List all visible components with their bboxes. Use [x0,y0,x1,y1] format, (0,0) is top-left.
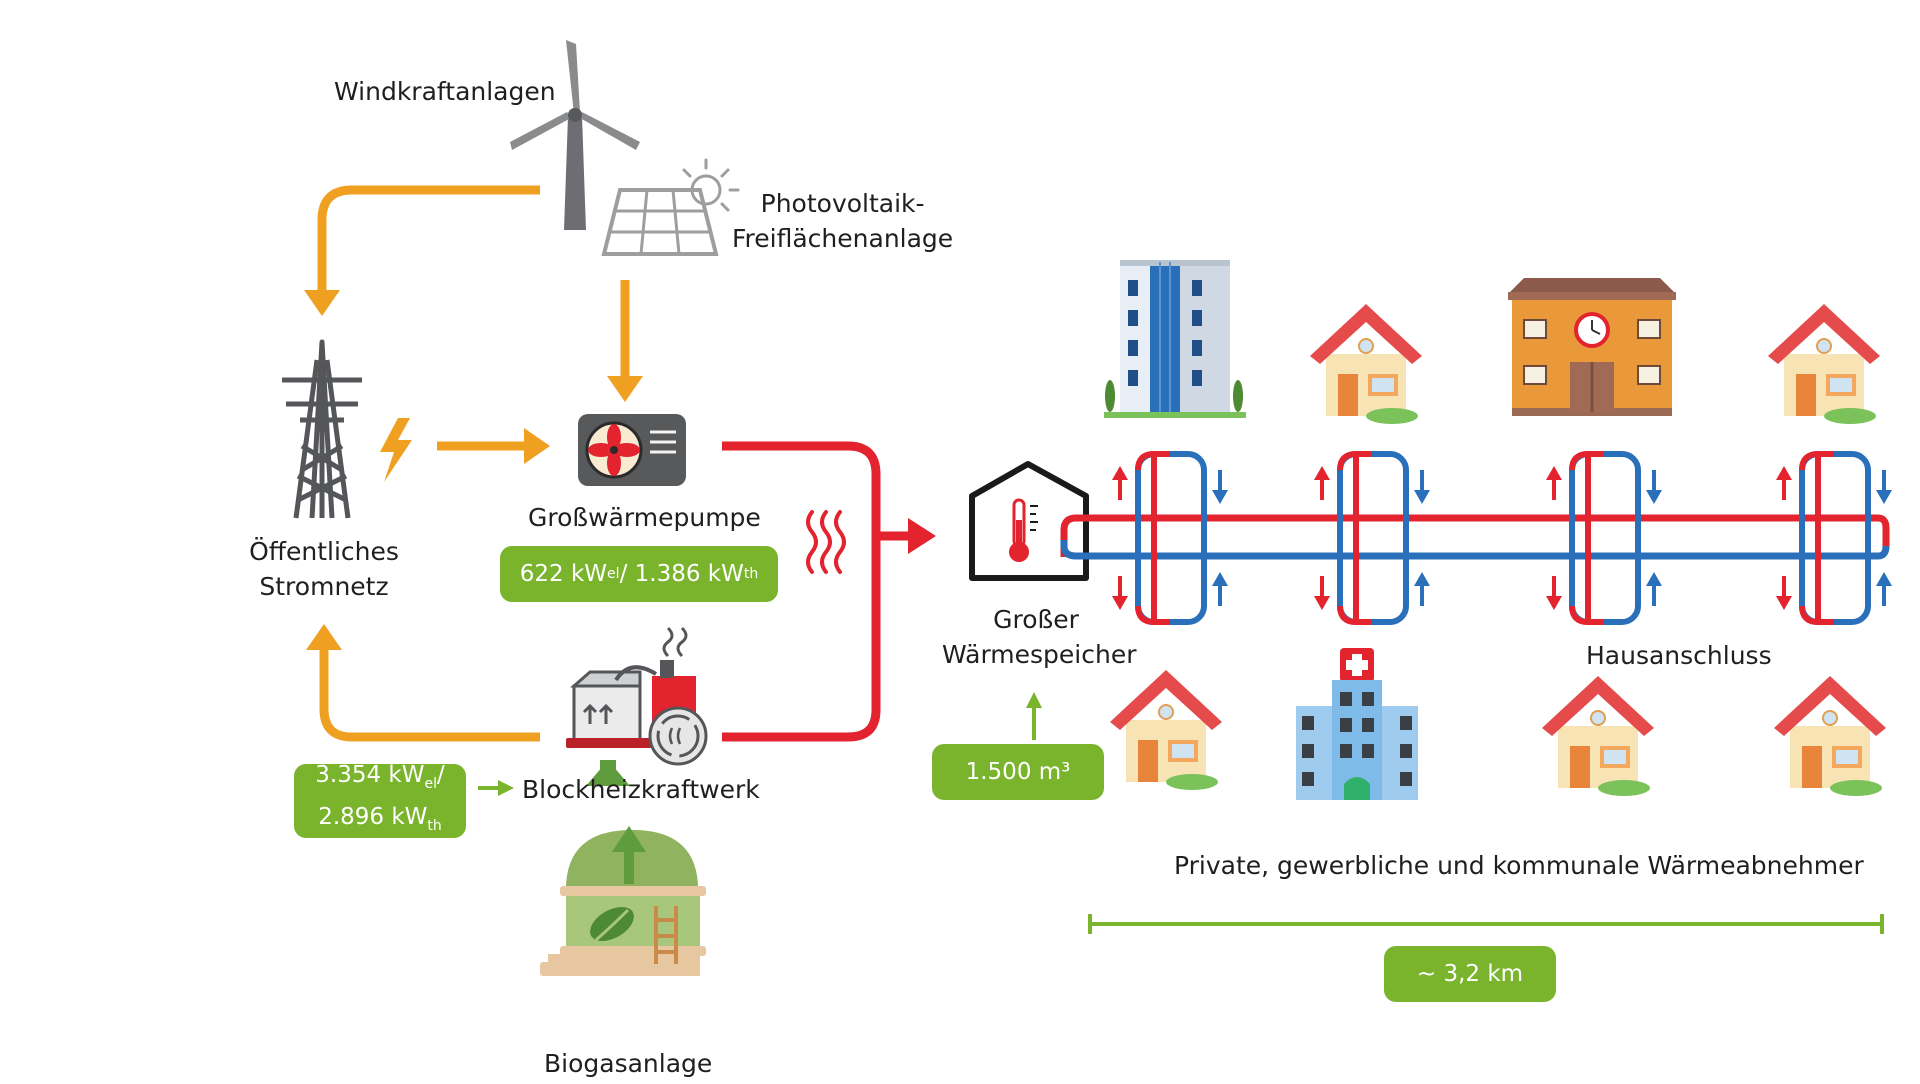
biogas-label: Biogasanlage [544,1049,713,1078]
chp-label: Blockheizkraftwerk [522,775,760,804]
distance-scale [1088,914,1884,934]
arrows-loop-3 [1546,466,1662,610]
heat-waves-icon [806,510,846,574]
arrow-chp-badge [478,780,514,796]
arrow-into-grid [304,290,340,316]
storage-volume-badge: 1.500 m³ [932,744,1104,800]
arrow-grid-heatpump-head [524,428,550,464]
house-icon [1309,303,1423,425]
orange-arrowheads [304,290,643,650]
storage-label: Großer Wärmespeicher [942,602,1137,672]
house-connection-label: Hausanschluss [1586,641,1772,670]
heat-pump-el-sub: el [607,565,620,582]
network-length-badge: ~ 3,2 km [1384,946,1556,1002]
heating-network [1060,514,1890,560]
arrow-storage-volume [1026,692,1042,740]
chp-th-value: 2.896 kW [318,804,428,830]
chp-power-badge: 3.354 kWel/ 2.896 kWth [294,762,466,838]
chp-el-sub: el [424,776,437,792]
chp-plant-icon [566,626,708,766]
town-hall-icon [1508,278,1676,416]
hospital-icon [1296,648,1418,800]
consumers-label: Private, gewerbliche und kommunale Wärme… [1174,851,1864,880]
lightning-icon [380,418,412,482]
return-line [1060,540,1890,560]
pv-label-line2: Freiflächenanlage [732,224,954,253]
chp-el-value: 3.354 kW [315,762,425,788]
arrow-chp-to-grid-head [306,624,342,650]
arrow-biogas-to-chp [612,826,646,884]
loop-3 [1569,451,1641,625]
arrows-loop-1 [1112,466,1228,610]
house-loops [1135,451,1871,625]
loop-1 [1135,451,1207,625]
supply-line [1060,514,1890,557]
pv-label: Photovoltaik- Freiflächenanlage [732,186,953,256]
loop-4 [1799,451,1871,625]
storage-label-line1: Großer [993,605,1079,634]
house-icon [1541,675,1655,797]
loop-2 [1337,451,1409,625]
arrow-into-storage [908,518,936,554]
grid-label: Öffentliches Stromnetz [248,534,400,604]
house-icon [1767,303,1881,425]
chp-th-sub: th [427,818,442,834]
house-icon [1773,675,1887,797]
orange-flows [317,185,630,742]
solar-panel-icon [601,158,740,256]
chp-el-separator: / [436,762,445,788]
storage-house-icon [969,461,1089,581]
flow-wind-to-grid [317,185,540,292]
arrows-loop-4 [1776,466,1892,610]
flow-direction-arrows [1112,466,1892,610]
wind-turbine-icon [510,40,640,230]
biogas-plant-icon [540,760,706,976]
storage-label-line2: Wärmespeicher [942,640,1137,669]
red-flows [722,441,912,742]
grid-label-line2: Stromnetz [259,572,389,601]
flow-chp-to-grid [319,648,540,742]
wind-label: Windkraftanlagen [334,77,556,106]
heat-pump-icon [578,414,686,486]
chp-th-line: 2.896 kWth [318,801,442,843]
grid-label-line1: Öffentliches [249,537,399,566]
chp-el-line: 3.354 kWel/ [315,759,444,801]
house-icon [1109,669,1223,791]
heat-pump-th-sub: th [743,565,759,582]
flow-heatpump-to-storage [722,441,881,742]
heat-pump-th-value: / 1.386 kW [619,560,744,587]
arrows-loop-2 [1314,466,1430,610]
heat-pump-label: Großwärmepumpe [528,503,761,532]
apartment-building-icon [1104,260,1246,418]
pv-label-line1: Photovoltaik- [760,189,925,218]
arrow-into-heatpump [607,376,643,402]
heat-pump-el-value: 622 kW [519,560,608,587]
pylon-icon [282,339,362,519]
